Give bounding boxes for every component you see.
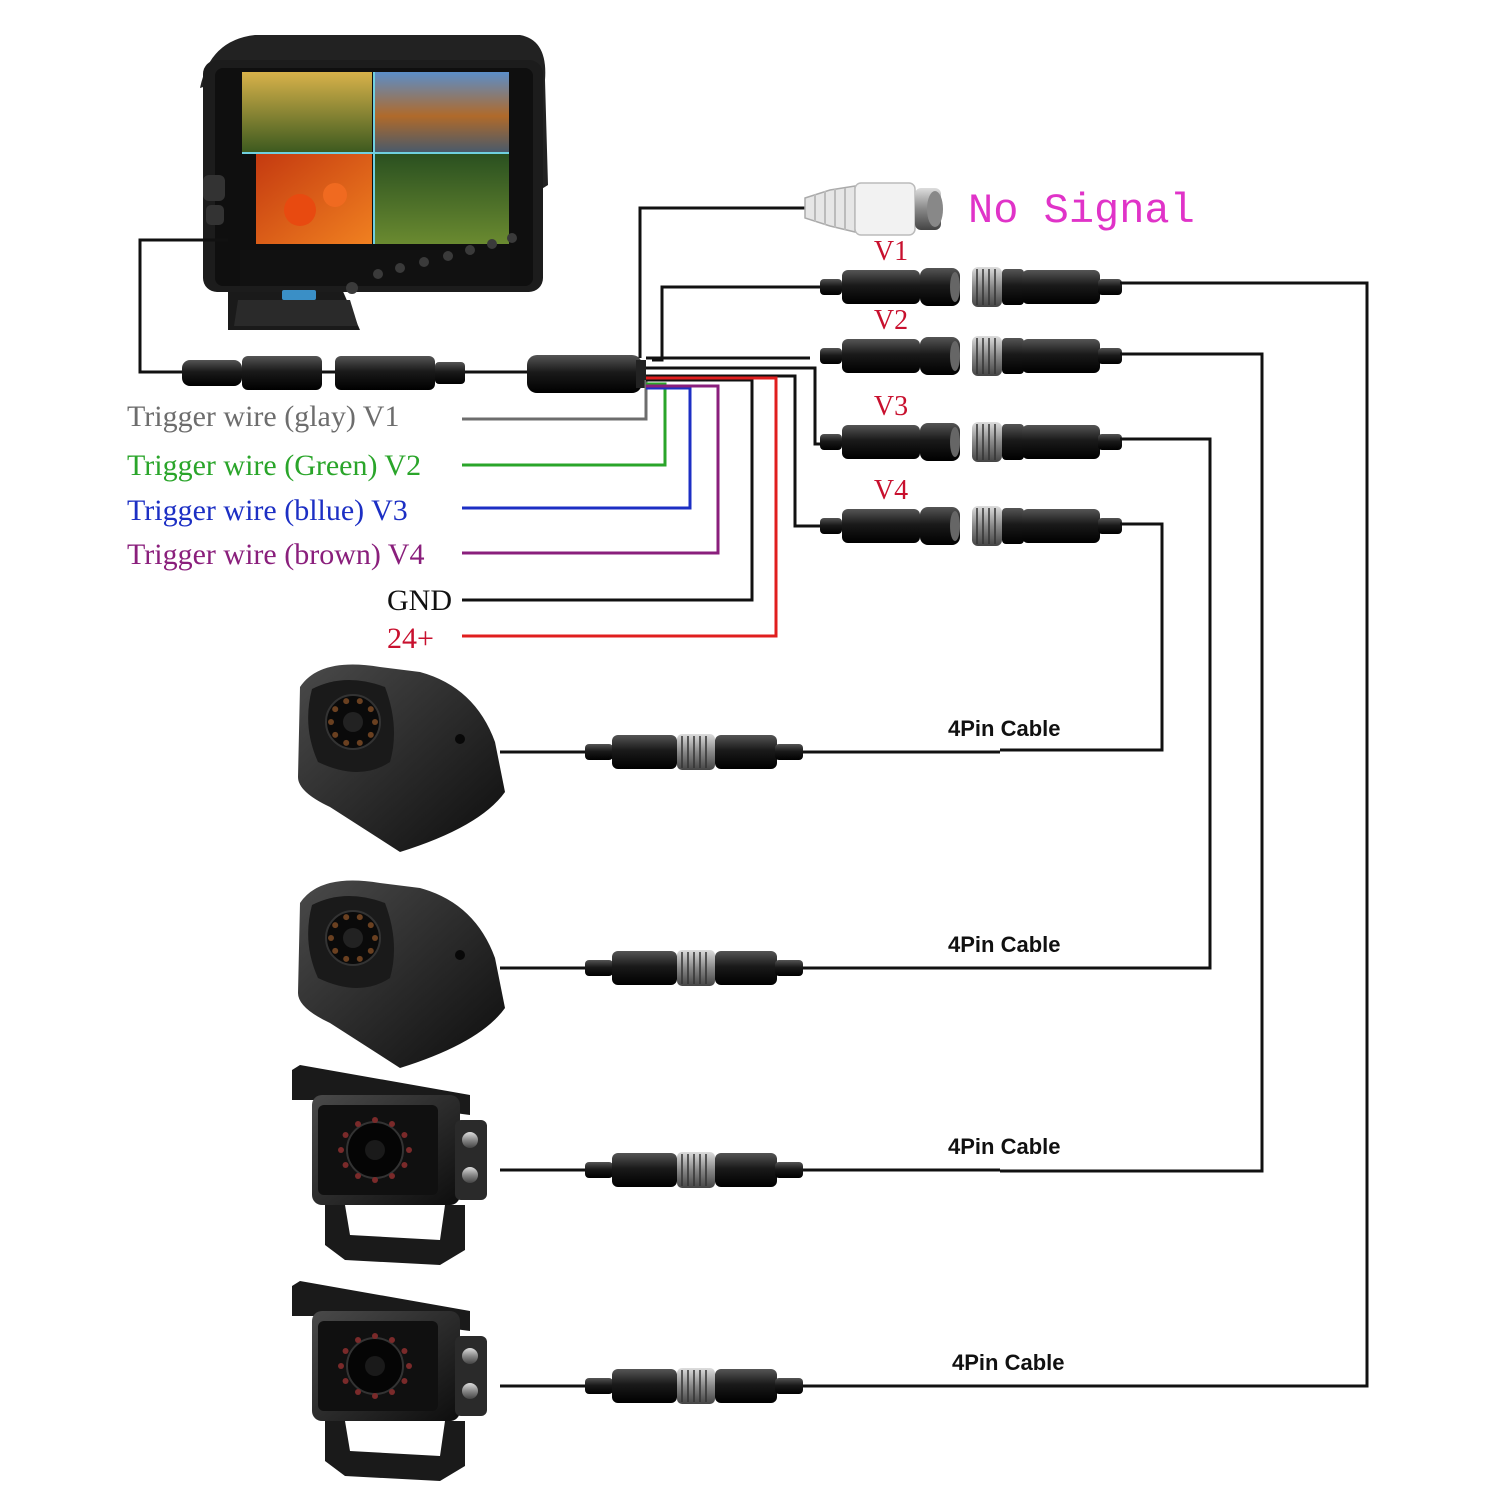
channel-label-v4: V4	[874, 475, 908, 506]
harness-wires	[138, 238, 530, 374]
channel-connector-v3: V3	[820, 391, 1122, 462]
cable-label: 4Pin Cable	[948, 716, 1060, 741]
cable-label: 4Pin Cable	[948, 932, 1060, 957]
4pin-cable-connector	[585, 950, 803, 986]
channel-connector-v4: V4	[820, 475, 1122, 546]
breakout-connector	[527, 355, 646, 393]
trigger-wires	[462, 376, 778, 638]
camera-1: 4Pin Cable	[298, 664, 1060, 852]
trigger-labels: Trigger wire (glay) V1 Trigger wire (Gre…	[127, 400, 452, 655]
gnd-label: GND	[387, 584, 452, 617]
channel-label-v2: V2	[874, 305, 908, 336]
monitor-image	[200, 35, 548, 330]
side-mount-camera-image	[298, 880, 505, 1068]
camera-2: 4Pin Cable	[298, 880, 1060, 1068]
trigger-label-v2: Trigger wire (Green) V2	[127, 449, 421, 482]
cable-label: 4Pin Cable	[952, 1350, 1064, 1375]
trigger-label-v3: Trigger wire (bllue) V3	[127, 494, 408, 527]
rear-view-camera-image	[292, 1065, 487, 1265]
4pin-cable-connector	[585, 1152, 803, 1188]
channel-label-v1: V1	[874, 236, 908, 267]
routing-wires	[1000, 281, 1369, 1388]
channel-connector-v2: V2	[820, 305, 1122, 376]
no-signal-label: No Signal	[968, 187, 1195, 235]
camera-4: 4Pin Cable	[292, 1281, 1064, 1481]
cameras: 4Pin Cable 4Pin Cable 4Pin Cable 4Pin Cable	[292, 664, 1064, 1481]
trigger-label-v1: Trigger wire (glay) V1	[127, 400, 399, 433]
4pin-cable-connector	[585, 734, 803, 770]
rear-view-camera-image	[292, 1281, 487, 1481]
fanout-wires	[638, 206, 820, 528]
trigger-label-v4: Trigger wire (brown) V4	[127, 538, 424, 571]
channel-label-v3: V3	[874, 391, 908, 422]
monitor-cable-connector	[182, 356, 465, 390]
camera-3: 4Pin Cable	[292, 1065, 1060, 1265]
cable-label: 4Pin Cable	[948, 1134, 1060, 1159]
power-label: 24+	[387, 622, 434, 655]
side-mount-camera-image	[298, 664, 505, 852]
rca-connector	[804, 182, 943, 236]
4pin-cable-connector	[585, 1368, 803, 1404]
channel-connector-v1: V1	[820, 236, 1122, 307]
